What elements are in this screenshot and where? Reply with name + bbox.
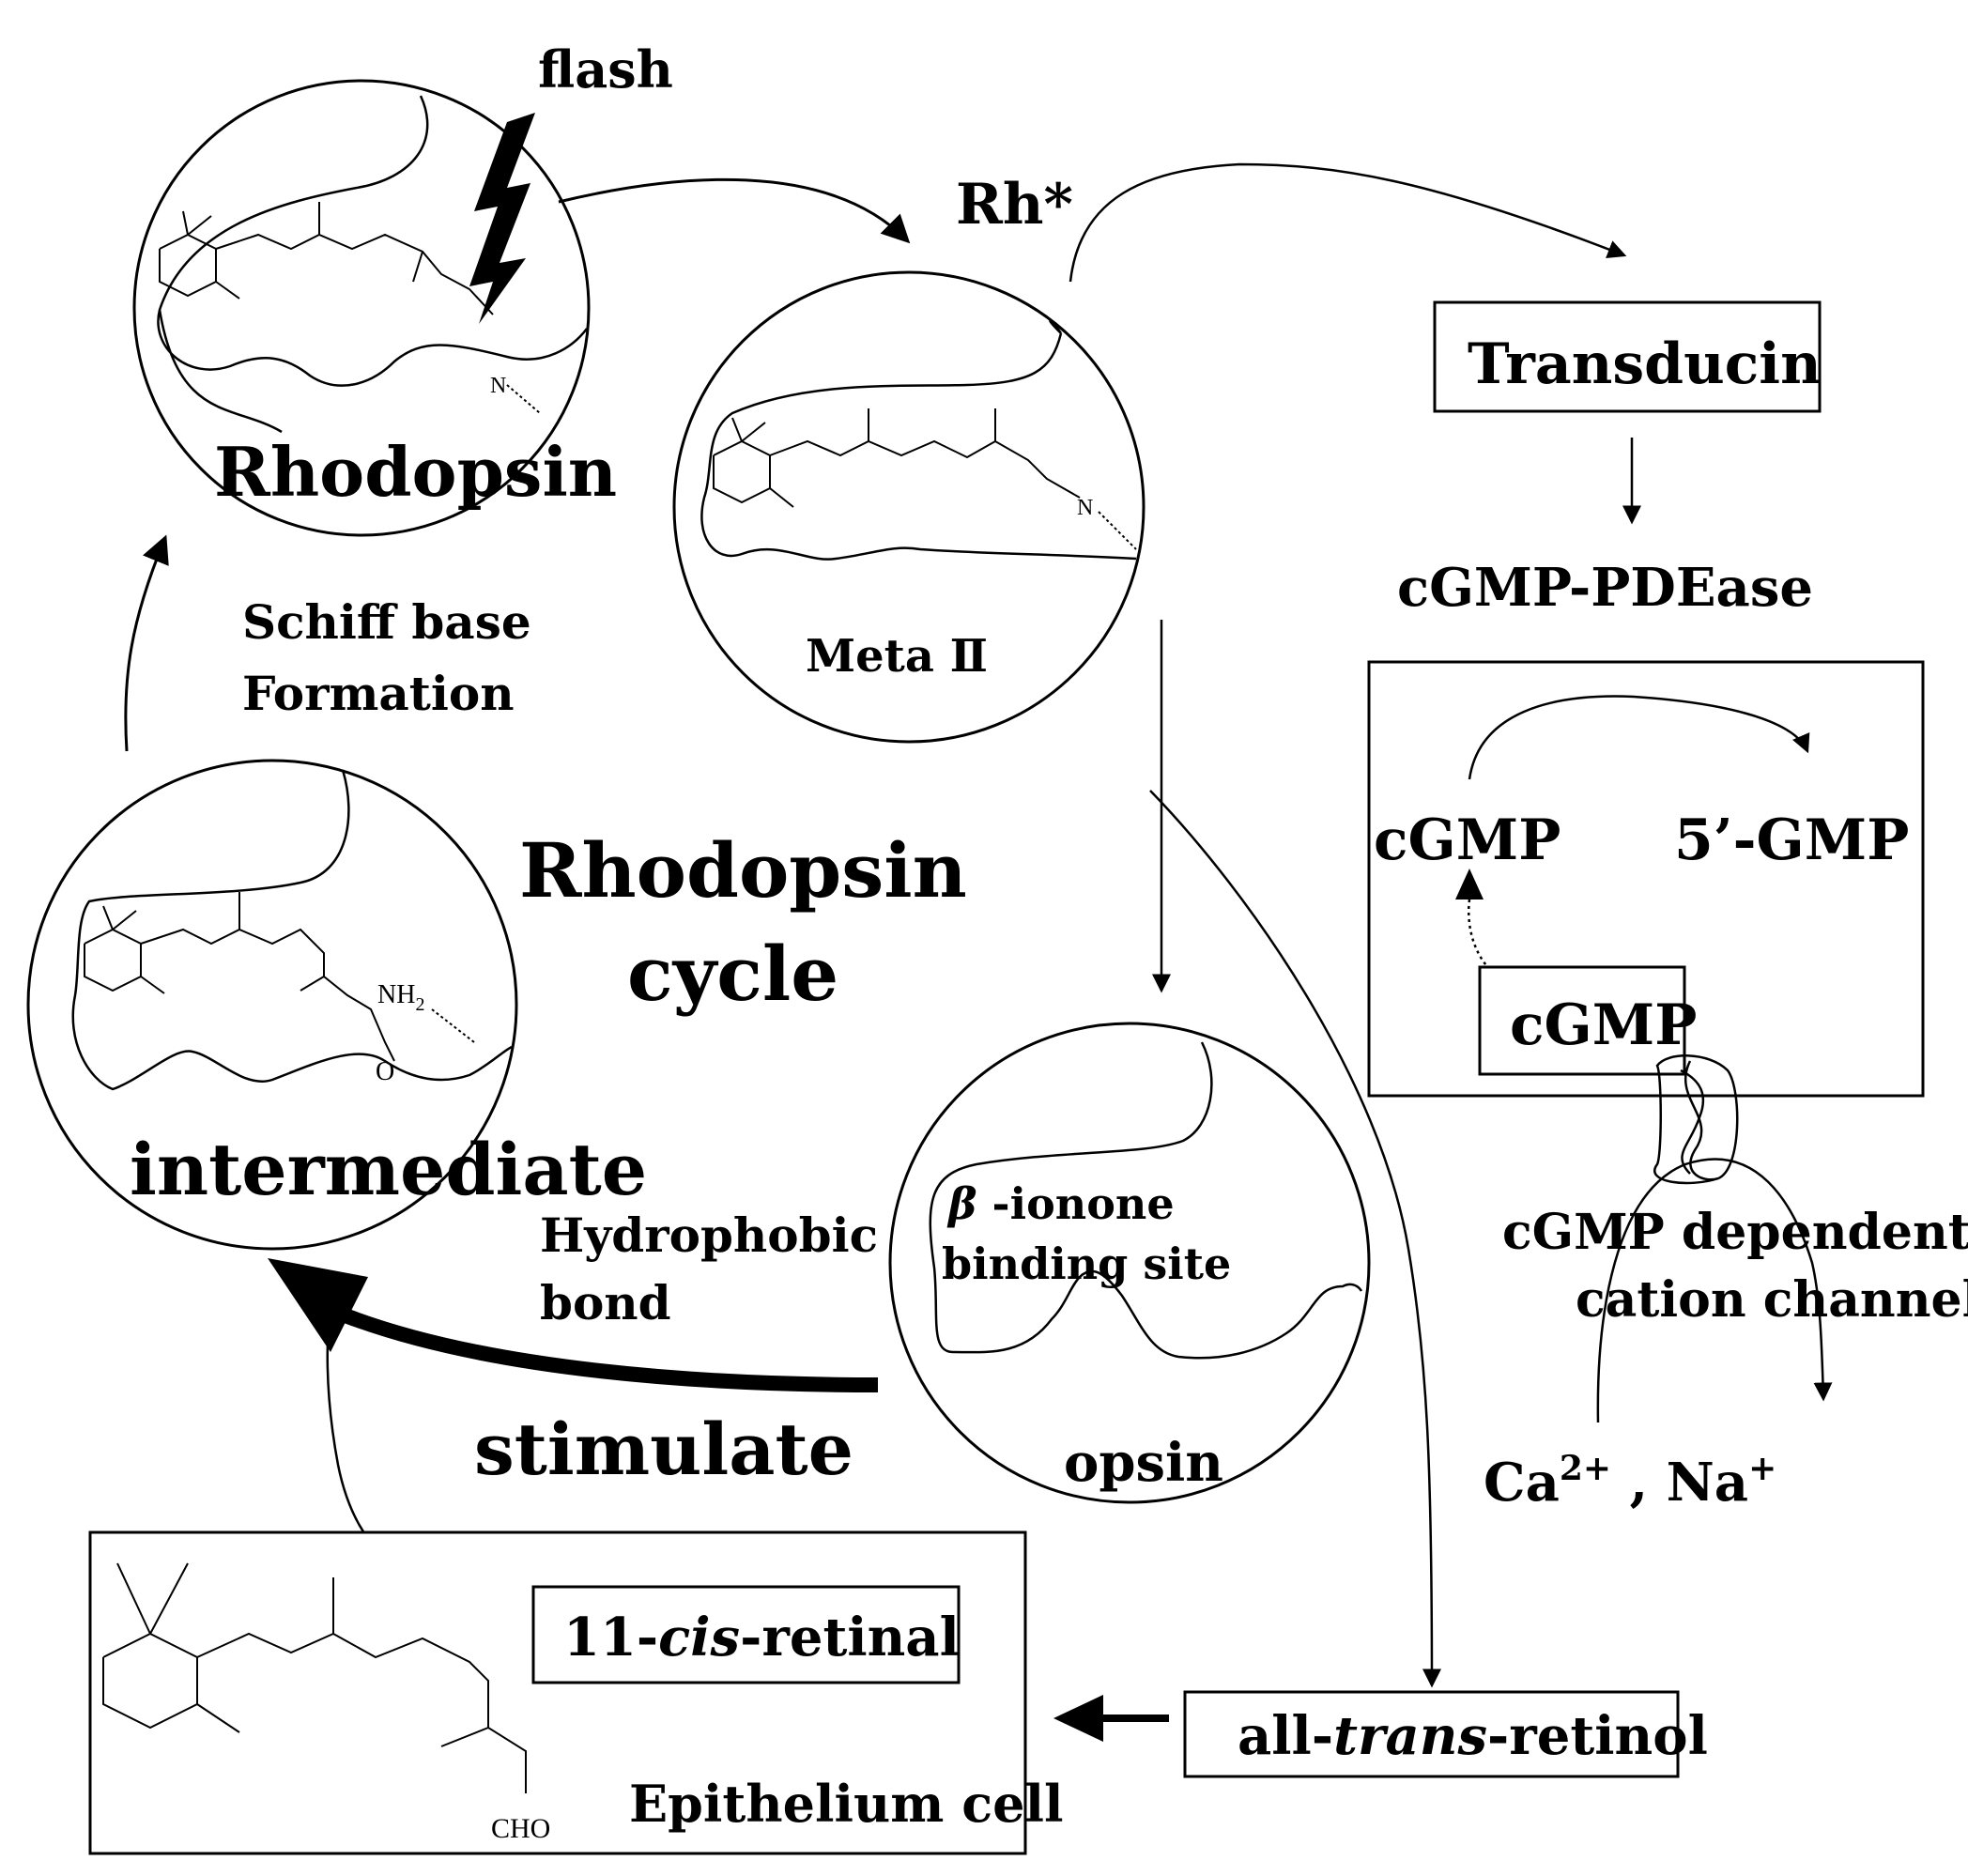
cgmp-substrate-label: cGMP xyxy=(1374,807,1561,873)
flash-label: flash xyxy=(538,39,673,100)
schiff-base-label-line2: Formation xyxy=(242,666,515,721)
beta-ionone-label: β -ionone xyxy=(946,1178,1175,1229)
oxygen-atom: O xyxy=(376,1057,394,1086)
cation-channel-icon xyxy=(1653,1054,1739,1185)
intermediate-node: NH2 O intermediate xyxy=(26,759,647,1251)
stimulate-label: stimulate xyxy=(474,1407,853,1491)
cycle-title-line2: cycle xyxy=(627,930,838,1018)
hydrophobic-bond-label-line2: bond xyxy=(540,1275,671,1330)
11-cis-retinal-box xyxy=(531,1585,961,1684)
opsin-label: opsin xyxy=(1064,1432,1223,1494)
cgmp-inner-label: cGMP xyxy=(1510,992,1697,1058)
flash-lightning-icon xyxy=(469,113,535,324)
meta-ii-node: N Meta Ⅱ xyxy=(672,270,1145,744)
all-trans-retinol-box: all-trans-retinol xyxy=(1183,1690,1708,1778)
amine-group-atom: NH2 xyxy=(377,980,424,1015)
cgmp-inner-box xyxy=(1478,965,1686,1076)
retinal-molecule-rhodopsin xyxy=(159,202,494,315)
transducin-box: Transducin xyxy=(1433,300,1822,413)
nitrogen-atom-meta-ii: N xyxy=(1077,496,1093,520)
opsin-node: β -ionone binding site opsin xyxy=(888,1022,1371,1504)
intermediate-label: intermediate xyxy=(130,1128,647,1211)
cycle-title-line1: Rhodopsin xyxy=(519,826,967,915)
ion-label: Ca2+ , Na+ xyxy=(1484,1449,1776,1514)
aldehyde-group-atom: CHO xyxy=(491,1813,550,1844)
hydrophobic-bond-label-line1: Hydrophobic xyxy=(540,1207,878,1263)
cgmp-up-arrow-icon xyxy=(1455,869,1484,900)
channel-label-line2: cation channel xyxy=(1576,1271,1968,1329)
rhodopsin-label: Rhodopsin xyxy=(214,432,617,512)
stimulate-arrow xyxy=(340,1307,879,1392)
epithelium-label: Epithelium cell xyxy=(629,1774,1063,1834)
nitrogen-atom-rhodopsin: N xyxy=(490,374,506,398)
channel-label-line1: cGMP dependent xyxy=(1502,1204,1968,1261)
all-trans-retinol-label: all-trans-retinol xyxy=(1238,1705,1708,1767)
retinal-molecule-meta-ii xyxy=(713,408,1081,508)
rhodopsin-node: N xyxy=(132,79,591,537)
rh-star-label: Rh* xyxy=(956,172,1073,238)
schiff-base-label-line1: Schiff base xyxy=(242,594,531,650)
retinal-molecule-intermediate xyxy=(84,892,395,1062)
cgmp-hydrolysis-box: cGMP 5’-GMP cGMP xyxy=(1367,660,1925,1098)
cgmp-pdease-label: cGMP-PDEase xyxy=(1397,557,1813,619)
epithelium-cell-box: CHO Epithelium cell 11-cis-retinal xyxy=(88,1530,1063,1855)
11-cis-retinal-label: 11-cis-retinal xyxy=(563,1607,960,1668)
transducin-label: Transducin xyxy=(1468,331,1822,397)
meta-ii-label: Meta Ⅱ xyxy=(806,630,988,683)
5-gmp-product-label: 5’-GMP xyxy=(1674,807,1909,873)
binding-site-label: binding site xyxy=(942,1238,1231,1289)
retinal-molecule-11-cis xyxy=(102,1562,527,1793)
